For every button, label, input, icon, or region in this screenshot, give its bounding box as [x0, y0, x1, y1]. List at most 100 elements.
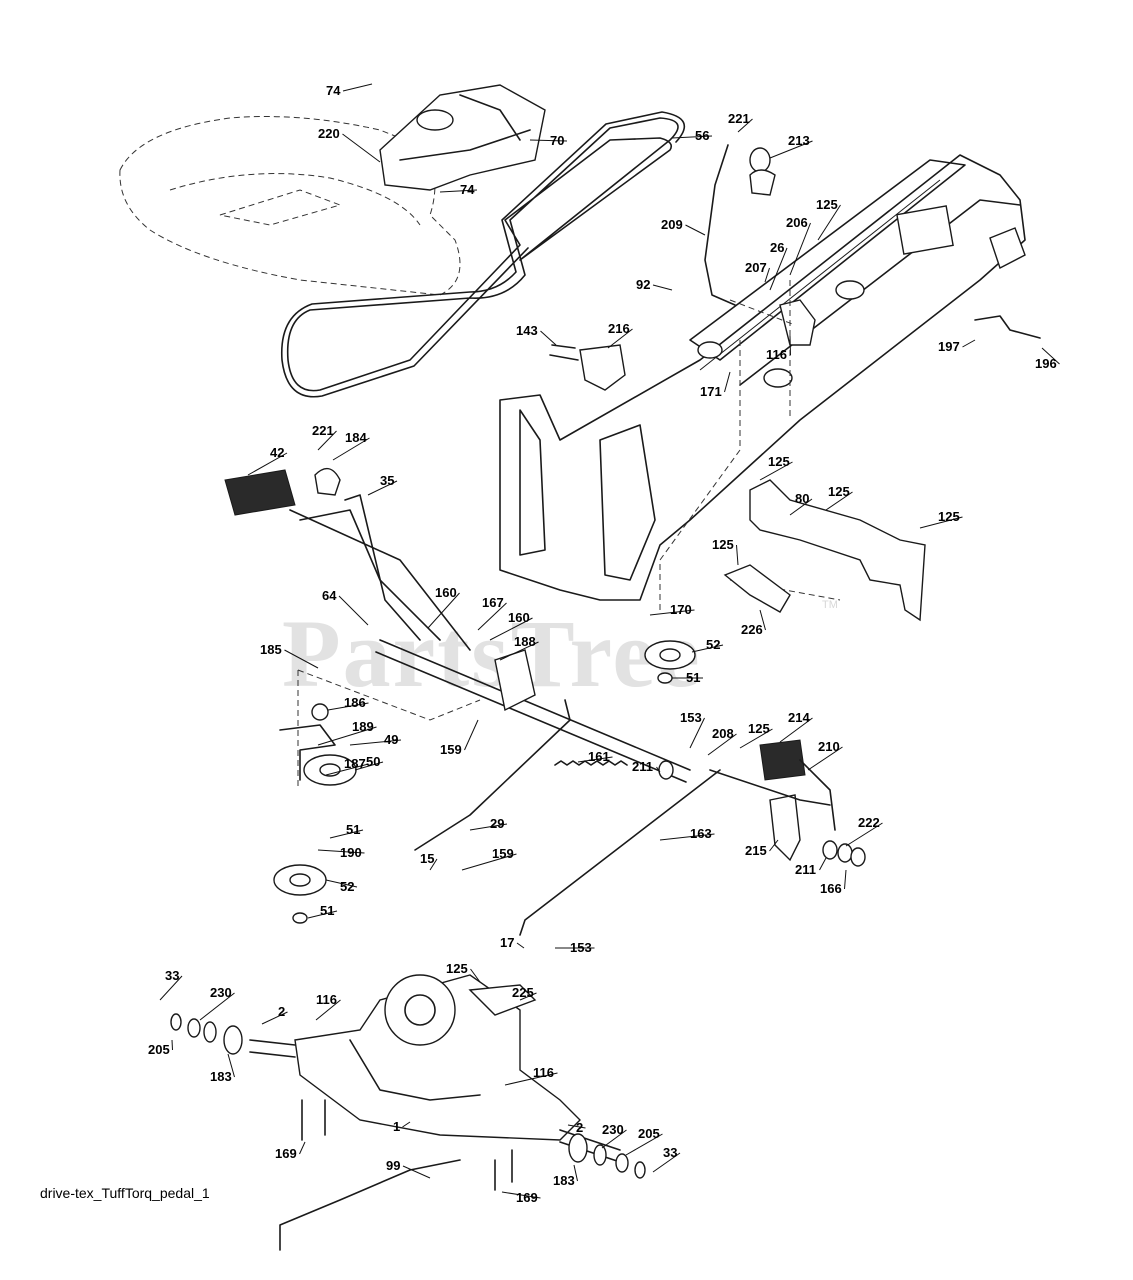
callout-label-205: 205	[148, 1042, 170, 1057]
callout-label-15: 15	[420, 851, 434, 866]
rod-29	[414, 699, 571, 851]
callout-label-74: 74	[326, 83, 341, 98]
shaft-64	[379, 639, 691, 771]
callout-label-51: 51	[686, 670, 700, 685]
callout-label-125: 125	[828, 484, 850, 499]
callout-leader-125	[470, 968, 481, 983]
shift-lever	[704, 144, 776, 306]
callout-label-170: 170	[670, 602, 692, 617]
callout-label-50: 50	[366, 754, 380, 769]
callout-leader-17	[516, 942, 525, 949]
callout-label-80: 80	[795, 491, 809, 506]
callout-label-52: 52	[706, 637, 720, 652]
callout-leader-186	[327, 702, 369, 711]
callout-label-161: 161	[588, 749, 610, 764]
callout-label-183: 183	[553, 1173, 575, 1188]
callout-leader-15	[429, 858, 438, 871]
callout-leader-49	[349, 739, 402, 746]
callout-label-220: 220	[318, 126, 340, 141]
callout-label-221: 221	[312, 423, 334, 438]
callout-leader-64	[338, 595, 369, 626]
callout-leader-125	[736, 544, 739, 566]
callout-leader-183	[573, 1164, 578, 1182]
callout-label-70: 70	[550, 133, 564, 148]
callout-label-160: 160	[508, 610, 530, 625]
callout-label-163: 163	[690, 826, 712, 841]
callout-label-208: 208	[712, 726, 734, 741]
callout-leader-196	[1041, 347, 1060, 365]
knob-184	[314, 467, 341, 496]
callout-leader-190	[317, 849, 365, 854]
callout-leader-216	[607, 328, 633, 349]
callout-leader-214	[779, 717, 813, 743]
watermark-trademark: TM	[822, 599, 838, 611]
callout-leader-161	[577, 756, 613, 763]
callout-leader-26	[769, 247, 788, 291]
callout-leader-52	[325, 879, 358, 888]
callout-leader-213	[769, 140, 813, 159]
callout-label-213: 213	[788, 133, 810, 148]
callout-leader-125	[759, 461, 793, 481]
drive-belt	[280, 111, 686, 398]
callout-label-214: 214	[788, 710, 810, 725]
callout-leader-221	[317, 430, 337, 451]
callout-leader-209	[685, 224, 706, 236]
callout-label-186: 186	[344, 695, 366, 710]
callout-leader-70	[529, 139, 568, 142]
callout-label-166: 166	[820, 881, 842, 896]
callout-label-33: 33	[663, 1145, 677, 1160]
callout-label-206: 206	[786, 215, 808, 230]
callout-leader-125	[919, 516, 963, 529]
callout-leader-116	[315, 999, 341, 1021]
callout-leader-169	[501, 1191, 541, 1199]
callout-leader-153	[689, 717, 705, 749]
callout-label-17: 17	[500, 935, 514, 950]
callout-label-190: 190	[340, 845, 362, 860]
callout-label-183: 183	[210, 1069, 232, 1084]
callout-label-125: 125	[938, 509, 960, 524]
callout-label-2: 2	[278, 1004, 285, 1019]
callout-leader-99	[402, 1165, 431, 1179]
callout-leader-215	[769, 839, 779, 852]
callout-label-169: 169	[516, 1190, 538, 1205]
lever-35	[344, 494, 421, 641]
callout-label-222: 222	[858, 815, 880, 830]
callout-label-159: 159	[440, 742, 462, 757]
spring-161	[554, 760, 628, 766]
bolts-169	[301, 1099, 513, 1191]
callout-leader-230	[601, 1129, 627, 1149]
bracket-80	[749, 479, 926, 622]
callout-leader-143	[540, 330, 557, 346]
callout-leader-116	[789, 335, 791, 356]
callout-label-189: 189	[352, 719, 374, 734]
rod-99	[279, 1159, 461, 1251]
callout-label-125: 125	[748, 721, 770, 736]
callout-label-153: 153	[570, 940, 592, 955]
callout-label-167: 167	[482, 595, 504, 610]
callout-leader-33	[652, 1152, 681, 1173]
callout-leader-226	[759, 609, 766, 631]
callout-leader-220	[342, 133, 381, 163]
callout-label-56: 56	[695, 128, 709, 143]
callout-label-187: 187	[344, 756, 366, 771]
callout-label-230: 230	[210, 985, 232, 1000]
callout-label-211: 211	[632, 759, 653, 774]
seat-outline	[119, 116, 461, 296]
callout-label-160: 160	[435, 585, 457, 600]
watermark-text: PartsTree	[282, 600, 702, 707]
callout-leader-197	[962, 339, 976, 348]
callout-label-226: 226	[741, 622, 763, 637]
washers	[658, 760, 866, 867]
pedals	[709, 739, 836, 862]
bracket-226	[723, 564, 791, 613]
bracket-216	[579, 344, 626, 391]
callout-leader-225	[519, 992, 537, 1001]
callout-label-215: 215	[745, 843, 767, 858]
callout-label-184: 184	[345, 430, 367, 445]
callout-leader-184	[332, 437, 370, 461]
callout-label-207: 207	[745, 260, 767, 275]
callout-label-29: 29	[490, 816, 504, 831]
callout-label-1: 1	[393, 1119, 400, 1134]
callout-label-196: 196	[1035, 356, 1057, 371]
